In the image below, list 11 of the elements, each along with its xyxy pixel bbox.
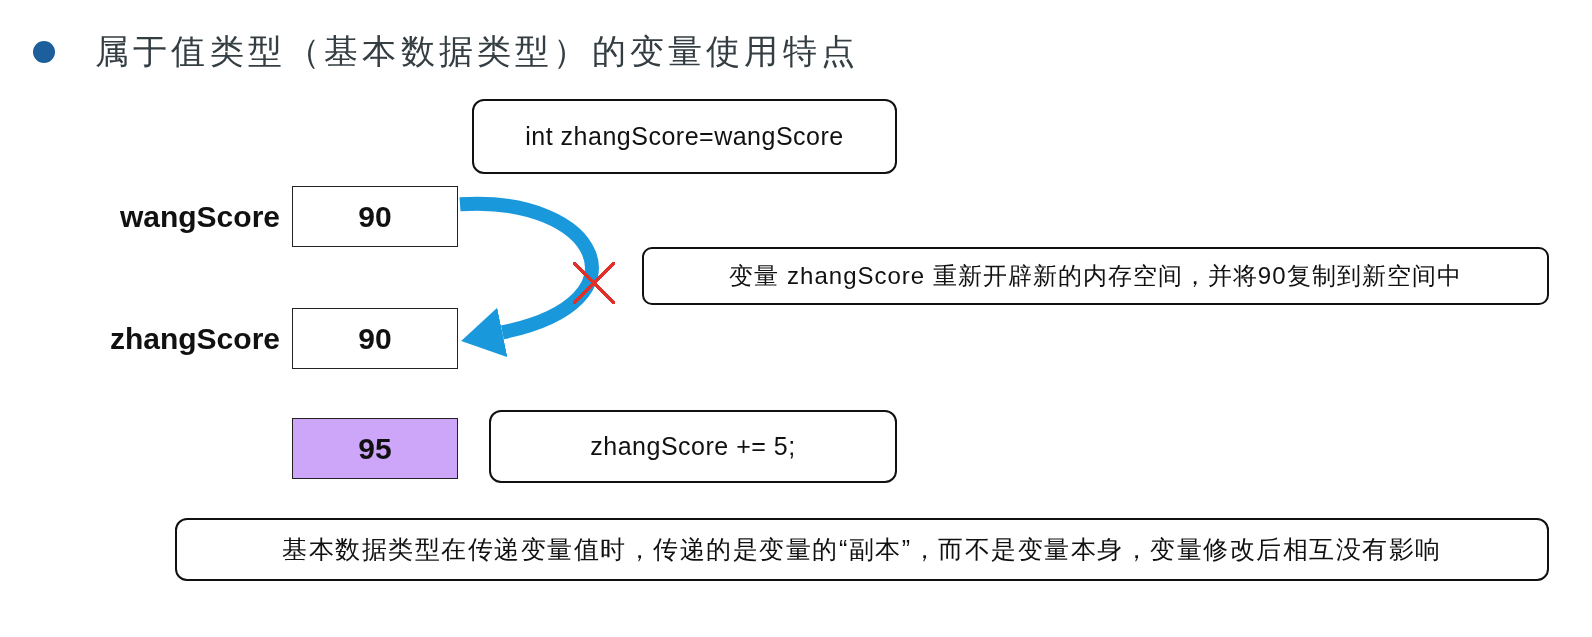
memory-cell: 95: [292, 418, 458, 479]
code-callout: int zhangScore=wangScore: [472, 99, 897, 174]
code-callout: zhangScore += 5;: [489, 410, 897, 483]
summary-callout: 基本数据类型在传递变量值时，传递的是变量的“副本”，而不是变量本身，变量修改后相互没有影响: [175, 518, 1549, 581]
note-callout: 变量 zhangScore 重新开辟新的内存空间，并将90复制到新空间中: [642, 247, 1549, 305]
variable-name: wangScore: [119, 198, 280, 235]
curved-arrow: [460, 197, 599, 357]
memory-cell: 90: [292, 308, 458, 369]
memory-cell: 90: [292, 186, 458, 247]
slide-title: 属于值类型（基本数据类型）的变量使用特点: [95, 31, 859, 72]
variable-name: zhangScore: [109, 320, 280, 357]
